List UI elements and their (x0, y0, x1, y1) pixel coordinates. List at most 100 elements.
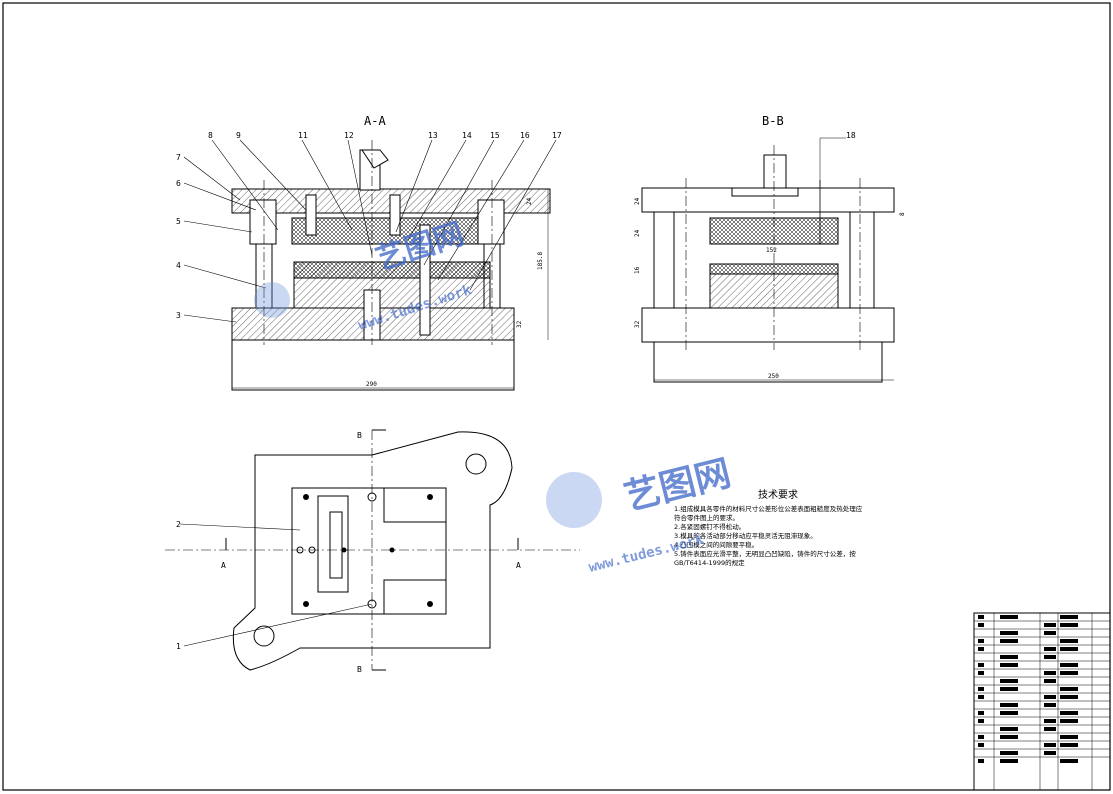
title-block-cell (1000, 735, 1018, 739)
section-aa-title: A-A (364, 114, 386, 128)
callout-11: 11 (298, 131, 308, 140)
callout-1: 1 (176, 642, 181, 651)
req-line-2: 符合零件图上的要求。 (674, 513, 739, 522)
callout-leader-9 (239, 139, 307, 211)
section-aa-view: A-A 290 185.8 24 32 (231, 114, 551, 391)
callout-14: 14 (462, 131, 472, 140)
title-block-cell (1044, 679, 1056, 683)
title-block-cell (1044, 655, 1056, 659)
callout-leader-17 (469, 139, 557, 291)
title-block-cell (1044, 623, 1056, 627)
tech-requirements-title: 技术要求 (758, 488, 798, 501)
callout-leader-7 (183, 156, 241, 201)
req-line-6: 5.铸件表面应光滑平整，无明显凸凹缺陷，铸件的尺寸公差，按 (674, 549, 856, 558)
title-block-cell (1060, 639, 1078, 643)
req-line-5: 4.凸凹模之间的间隙要平稳。 (674, 540, 758, 549)
dim-width-bb: 250 (768, 373, 779, 380)
title-block-cell (1000, 711, 1018, 715)
callout-leader-11 (301, 139, 353, 231)
callout-leader-3 (183, 314, 237, 323)
title-block-cell (1000, 751, 1018, 755)
callout-leader-5 (183, 220, 253, 233)
title-block-cell (1044, 703, 1056, 707)
callout-leader-8 (211, 139, 279, 231)
callout-17: 17 (552, 131, 562, 140)
title-block-cell (1000, 663, 1018, 667)
callout-2: 2 (176, 520, 181, 529)
title-block-cell (1044, 671, 1056, 675)
dim-base-aa: 32 (516, 320, 523, 328)
title-block-cell (978, 663, 984, 667)
title-block-cell (1000, 679, 1018, 683)
title-block-cell (978, 615, 984, 619)
title-block-cell (1060, 759, 1078, 763)
title-block-cell (978, 735, 984, 739)
req-line-3: 2.各紧固螺钉不得松动。 (674, 522, 745, 531)
callout-16: 16 (520, 131, 530, 140)
cut-b-top: B (357, 431, 362, 440)
cut-a-right: A (516, 561, 521, 570)
title-block-cell (1060, 719, 1078, 723)
callout-leader-4 (183, 264, 267, 289)
title-block-cell (1000, 631, 1018, 635)
title-block-cell (1060, 711, 1078, 715)
callout-12: 12 (344, 131, 354, 140)
dim-width-aa: 290 (366, 381, 377, 388)
title-block-cell (1060, 687, 1078, 691)
callout-leader-15 (423, 139, 495, 266)
title-block-cell (1060, 663, 1078, 667)
dim-top-aa: 24 (526, 197, 533, 205)
title-block-cell (1044, 695, 1056, 699)
dim-bb-8: 8 (899, 212, 906, 216)
cut-a-left: A (221, 561, 226, 570)
dim-height-aa: 185.8 (537, 252, 544, 270)
tech-requirements: 技术要求 1.组成模具各零件的材料尺寸公差形位公差表面粗糙度及热处理应 符合零件… (674, 488, 863, 567)
callout-13: 13 (428, 131, 438, 140)
req-line-4: 3.模具的各活动部分移动应平稳灵活无阻滞现象。 (674, 531, 817, 540)
title-block-cell (1060, 615, 1078, 619)
title-block-cell (1044, 751, 1056, 755)
callout-leader-12 (347, 139, 373, 256)
plan-view: A A B B 2 1 (165, 429, 580, 674)
title-block-cell (1060, 735, 1078, 739)
title-block-cell (978, 759, 984, 763)
title-block-cell (1060, 647, 1078, 651)
callout-leader-13 (395, 139, 433, 233)
title-block-cell (1000, 703, 1018, 707)
callout-7: 7 (176, 153, 181, 162)
callout-3: 3 (176, 311, 181, 320)
title-block-cell (978, 647, 984, 651)
title-block-cell (978, 623, 984, 627)
dim-bb-24a: 24 (634, 197, 641, 205)
title-block-cell (978, 711, 984, 715)
title-block-cell (1000, 655, 1018, 659)
callout-8: 8 (208, 131, 213, 140)
title-block-cell (978, 719, 984, 723)
title-block-cell (978, 639, 984, 643)
title-block-cell (1044, 727, 1056, 731)
section-bb-view: B-B 250 24 24 16 32 152 8 18 (634, 114, 906, 383)
req-line-1: 1.组成模具各零件的材料尺寸公差形位公差表面粗糙度及热处理应 (674, 504, 863, 513)
title-block-cell (1000, 687, 1018, 691)
title-block-cell (978, 743, 984, 747)
title-block-cell (978, 695, 984, 699)
title-block-cell (1000, 639, 1018, 643)
req-line-7: GB/T6414-1999的规定 (674, 558, 745, 567)
section-bb-title: B-B (762, 114, 784, 128)
callout-leader-6 (183, 182, 257, 211)
title-block-cell (1044, 647, 1056, 651)
callout-9: 9 (236, 131, 241, 140)
title-block (973, 612, 1111, 791)
callout-4: 4 (176, 261, 181, 270)
title-block-cell (1044, 743, 1056, 747)
title-block-cell (978, 671, 984, 675)
dim-bb-16: 16 (634, 266, 641, 274)
title-block-cell (1060, 695, 1078, 699)
title-block-cell (1000, 615, 1018, 619)
title-block-cell (1044, 719, 1056, 723)
title-block-cell (1000, 727, 1018, 731)
